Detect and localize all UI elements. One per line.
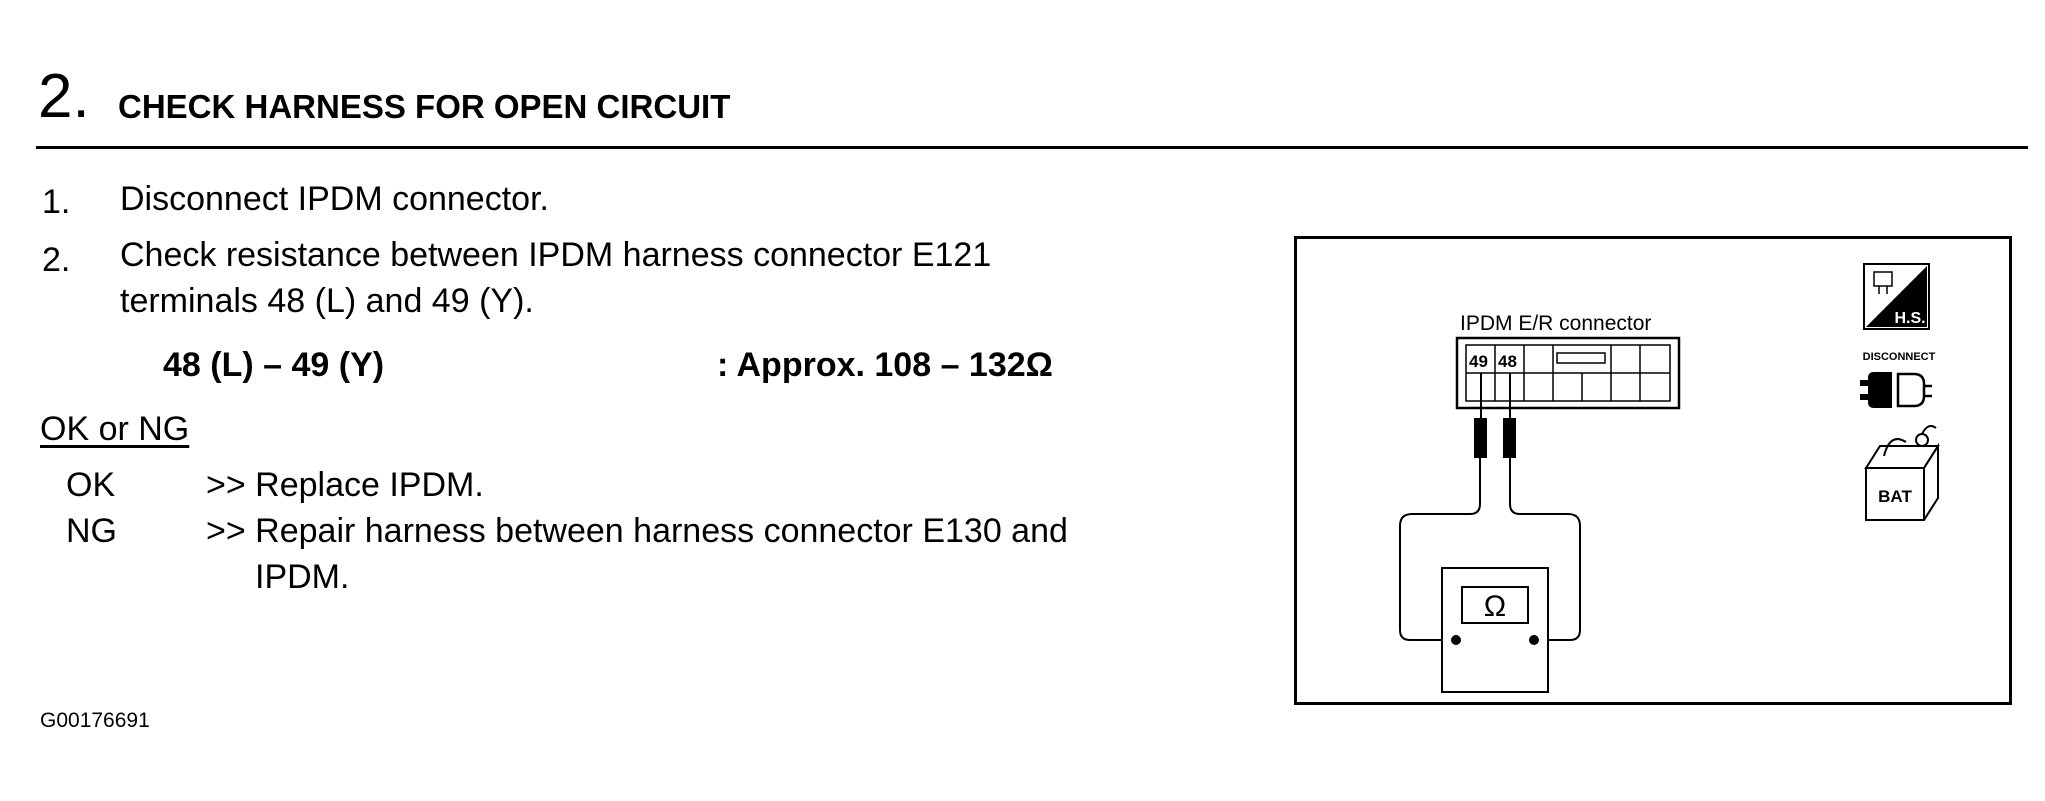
harness-side-icon [1863, 263, 1930, 330]
step-2-number: 2. [42, 241, 71, 279]
connector-label: IPDM E/R connector [1460, 312, 1651, 335]
spec-terminals: 48 (L) – 49 (Y) [163, 346, 385, 384]
figure-frame [1294, 236, 2012, 705]
ok-action: >> Replace IPDM. [206, 466, 484, 504]
meter-probes [1474, 373, 1516, 458]
step-title: CHECK HARNESS FOR OPEN CIRCUIT [118, 88, 731, 125]
figure-id: G00176691 [40, 709, 150, 732]
ng-code: NG [66, 512, 117, 550]
terminal-49-label: 49 [1469, 352, 1488, 371]
step-2-text-line-2: terminals 48 (L) and 49 (Y). [120, 282, 534, 320]
disconnect-icon [1860, 372, 1932, 408]
ok-code: OK [66, 466, 116, 504]
harness-side-label: H.S. [1894, 310, 1925, 327]
step-number: 2. [38, 62, 90, 131]
ng-action-line-2: IPDM. [255, 558, 350, 596]
step-2-text-line-1: Check resistance between IPDM harness co… [120, 236, 992, 274]
battery-label: BAT [1878, 487, 1912, 506]
step-1-text: Disconnect IPDM connector. [120, 180, 549, 218]
terminal-48-label: 48 [1498, 352, 1517, 371]
ipdm-connector [1455, 336, 1681, 410]
ohm-symbol: Ω [1484, 590, 1506, 623]
battery-icon [1864, 425, 1940, 521]
header-rule [36, 146, 2028, 149]
wiring-figure-svg: IPDM E/R connector 49 48 [1294, 236, 2012, 705]
wiring-figure: IPDM E/R connector 49 48 [1294, 236, 2012, 705]
ng-action-line-1: >> Repair harness between harness connec… [206, 512, 1068, 550]
disconnect-label: DISCONNECT [1863, 351, 1936, 363]
ok-ng-heading: OK or NG [40, 410, 190, 448]
step-1-number: 1. [42, 183, 71, 221]
meter-leads [1399, 458, 1581, 641]
ohmmeter [1441, 567, 1549, 693]
spec-resistance-value: : Approx. 108 – 132Ω [717, 346, 1053, 384]
